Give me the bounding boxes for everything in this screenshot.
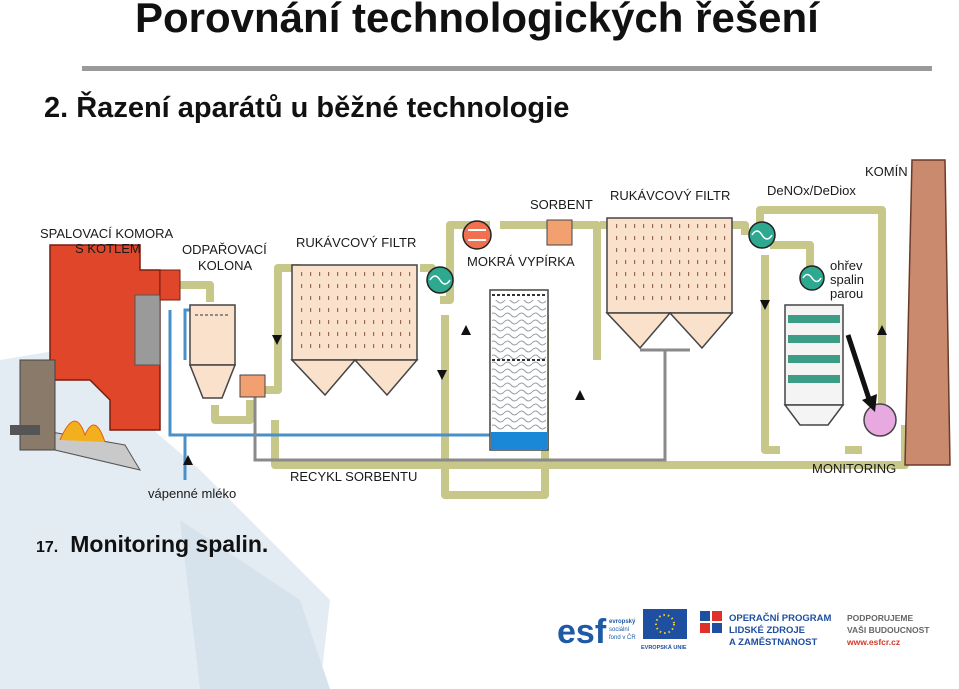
bag-filter-1: [290, 264, 419, 397]
svg-text:www.esfcr.cz: www.esfcr.cz: [846, 637, 900, 647]
page-subtitle: 2. Řazení aparátů u běžné technologie: [44, 92, 570, 124]
flow-arrows: [183, 300, 887, 465]
sorbent-recycle-pipe: [253, 348, 690, 462]
monitoring-arrow: [845, 334, 873, 403]
eu-flag-logo: EVROPSKÁ UNIE: [641, 609, 687, 651]
heat-exchanger-icon: [426, 266, 454, 294]
svg-text:sociální: sociální: [609, 627, 630, 633]
fan-icon: [462, 220, 492, 250]
footer-text: Monitoring spalin.: [70, 531, 269, 557]
label-odparovaci-2: KOLONA: [198, 258, 253, 273]
svg-text:LIDSKÉ ZDROJE: LIDSKÉ ZDROJE: [729, 625, 805, 636]
label-komin: KOMÍN: [865, 164, 908, 179]
esf-logo: esf evropský sociální fond v ČR: [557, 613, 636, 651]
evaporative-column: [188, 304, 237, 399]
svg-text:A ZAMĚSTNANOST: A ZAMĚSTNANOST: [729, 636, 818, 648]
svg-text:VAŠI BUDOUCNOST: VAŠI BUDOUCNOST: [847, 624, 930, 635]
label-rukavcovy-2: RUKÁVCOVÝ FILTR: [610, 188, 730, 203]
podporujeme-logo: PODPORUJEME VAŠI BUDOUCNOST www.esfcr.cz: [846, 613, 930, 647]
svg-text:PODPORUJEME: PODPORUJEME: [847, 613, 913, 623]
footer-number: 17.: [36, 539, 59, 556]
wet-scrubber: [489, 289, 549, 451]
label-monitoring: MONITORING: [812, 461, 896, 476]
label-recykl: RECYKL SORBENTU: [290, 469, 417, 484]
op-lzz-logo: OPERAČNÍ PROGRAM LIDSKÉ ZDROJE A ZAMĚSTN…: [700, 611, 831, 648]
sorbent-dosing-1: [239, 374, 266, 398]
footer-caption: 17. Monitoring spalin.: [36, 531, 268, 558]
svg-text:esf: esf: [557, 613, 607, 651]
denox-reactor: [783, 304, 845, 426]
svg-text:fond v ČR: fond v ČR: [609, 634, 636, 641]
svg-text:EVROPSKÁ UNIE: EVROPSKÁ UNIE: [641, 644, 687, 651]
sorbent-dosing-2: [546, 219, 573, 246]
furnace-boiler: [10, 244, 181, 471]
label-denox: DeNOx/DeDiox: [767, 183, 856, 198]
label-odparovaci-1: ODPAŘOVACÍ: [182, 242, 267, 257]
logos-strip: esf evropský sociální fond v ČR EVROPSKÁ…: [557, 609, 930, 651]
label-ohrev-3: parou: [830, 286, 863, 301]
process-diagram: SPALOVACÍ KOMORA S KOTLEM ODPAŘOVACÍ KOL…: [10, 159, 951, 501]
label-ohrev-1: ohřev: [830, 258, 863, 273]
heat-exchanger-2-icon: [748, 221, 776, 249]
steam-heater-icon: [799, 265, 825, 291]
title-divider: [82, 66, 932, 71]
label-sorbent: SORBENT: [530, 197, 593, 212]
label-mokra: MOKRÁ VYPÍRKA: [467, 254, 575, 269]
label-vapenne: vápenné mléko: [148, 486, 236, 501]
flue-gas-ducts: [180, 206, 909, 499]
svg-text:OPERAČNÍ PROGRAM: OPERAČNÍ PROGRAM: [729, 612, 831, 624]
label-ohrev-2: spalin: [830, 272, 864, 287]
bag-filter-2: [605, 217, 734, 350]
page-title: Porovnání technologických řešení: [135, 0, 819, 41]
label-spalovaci-1: SPALOVACÍ KOMORA: [40, 226, 173, 241]
chimney: [904, 159, 951, 466]
label-spalovaci-2: S KOTLEM: [75, 241, 141, 256]
label-rukavcovy-1: RUKÁVCOVÝ FILTR: [296, 235, 416, 250]
monitoring-probe-icon: [863, 403, 897, 437]
svg-text:evropský: evropský: [609, 619, 636, 625]
